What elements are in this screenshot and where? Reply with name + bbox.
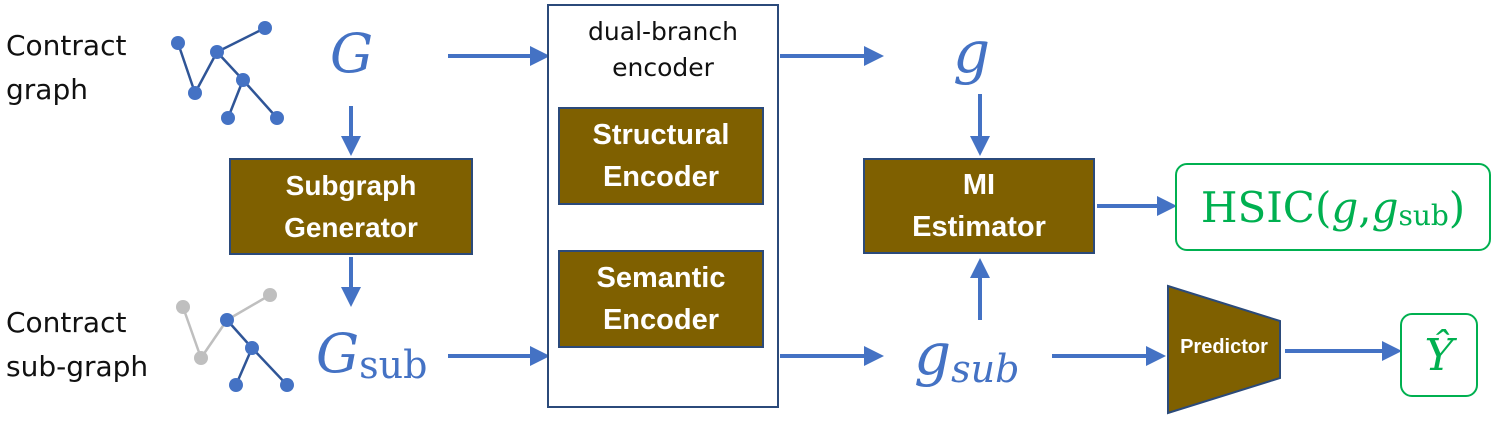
contract-subgraph-label: Contract sub-graph: [6, 301, 148, 389]
semantic-encoder-line1: Semantic: [596, 262, 726, 294]
symbol-G-sub: Gsub: [316, 322, 427, 391]
structural-encoder-box: Structural Encoder: [558, 107, 764, 205]
subgraph-generator-line1: Subgraph: [285, 169, 417, 201]
hsic-g: g: [1331, 182, 1359, 232]
hsic-suffix: ): [1448, 182, 1466, 232]
hsic-prefix: HSIC(: [1200, 182, 1332, 232]
contract-graph-label: Contract graph: [6, 24, 126, 112]
symbol-g-sub-base: g: [914, 320, 952, 388]
encoder-title-line2: encoder: [612, 53, 714, 82]
mi-estimator-box: MI Estimator: [863, 158, 1095, 254]
mi-estimator-line1: MI: [962, 169, 996, 201]
y-hat-symbol: Ŷ: [1424, 329, 1454, 381]
predictor-shape: [1167, 284, 1281, 415]
symbol-g: g: [953, 18, 991, 86]
subgraph-generator-line2: Generator: [284, 211, 418, 243]
symbol-g-sub-subscript: sub: [951, 347, 1020, 391]
predictor-label: Predictor: [1180, 336, 1268, 358]
symbol-G-sub-subscript: sub: [359, 343, 428, 387]
symbol-G-sub-base: G: [316, 322, 360, 385]
symbol-G: G: [330, 22, 374, 85]
hsic-gsub-base: g: [1371, 182, 1399, 232]
subgraph-generator-box: Subgraph Generator: [229, 158, 473, 255]
contract-graph-label-line2: graph: [6, 73, 88, 106]
contract-subgraph-label-line1: Contract: [6, 306, 127, 339]
semantic-encoder-line2: Encoder: [602, 304, 719, 336]
hsic-gsub-subscript: sub: [1398, 198, 1449, 232]
structural-encoder-line1: Structural: [592, 119, 730, 151]
mi-estimator-line2: Estimator: [912, 211, 1046, 243]
hsic-comma: ,: [1358, 182, 1372, 232]
semantic-encoder-box: Semantic Encoder: [558, 250, 764, 348]
contract-subgraph-icon: [176, 288, 294, 392]
y-hat-output-box: Ŷ: [1400, 313, 1478, 397]
structural-encoder-line2: Encoder: [602, 161, 719, 193]
contract-subgraph-label-line2: sub-graph: [6, 350, 149, 383]
encoder-title-line1: dual-branch: [588, 17, 738, 46]
encoder-title: dual-branch encoder: [549, 14, 777, 86]
contract-graph-label-line1: Contract: [6, 29, 127, 62]
symbol-g-sub: gsub: [914, 322, 1019, 393]
contract-graph-icon: [171, 21, 284, 125]
